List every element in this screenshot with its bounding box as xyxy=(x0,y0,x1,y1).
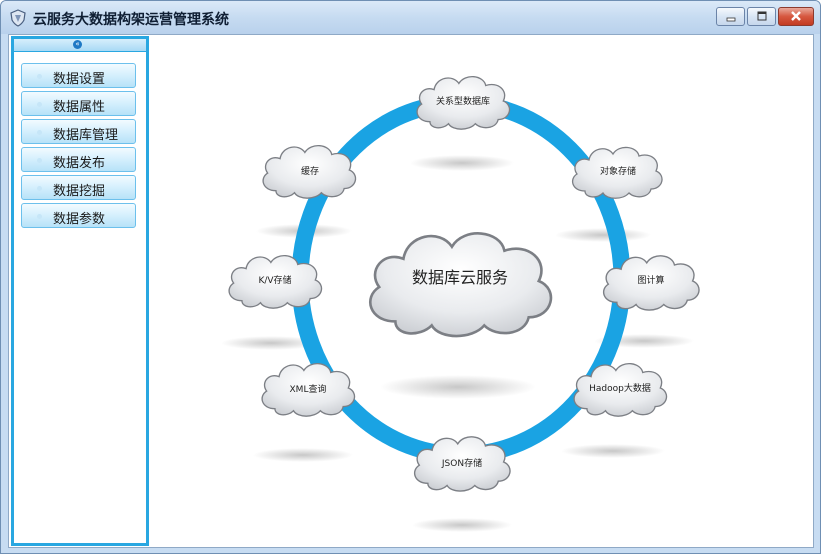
node-label: 缓存 xyxy=(301,165,319,177)
sidebar-item-label: 数据发布 xyxy=(53,156,106,171)
node-hadoop[interactable]: Hadoop大数据 xyxy=(573,362,668,417)
close-button[interactable] xyxy=(778,7,814,26)
title-bar[interactable]: 云服务大数据构架运营管理系统 xyxy=(1,1,820,34)
node-kv-storage[interactable]: K/V存储 xyxy=(228,254,323,309)
center-cloud[interactable]: 数据库云服务 xyxy=(368,231,553,338)
node-label: XML查询 xyxy=(290,383,327,395)
sidebar-item-label: 数据设置 xyxy=(53,72,106,87)
node-json-storage[interactable]: JSON存储 xyxy=(413,436,511,492)
node-xml-query[interactable]: XML查询 xyxy=(261,362,356,417)
sidebar-collapse-bar[interactable]: « xyxy=(14,39,146,52)
collapse-icon[interactable]: « xyxy=(73,40,82,49)
node-object-storage[interactable]: 对象存储 xyxy=(571,146,663,199)
app-icon xyxy=(10,9,26,27)
bullet-icon xyxy=(37,130,42,135)
maximize-button[interactable] xyxy=(747,7,776,26)
node-relational-db[interactable]: 关系型数据库 xyxy=(416,75,511,130)
node-label: Hadoop大数据 xyxy=(589,382,651,394)
node-label: 关系型数据库 xyxy=(436,95,490,107)
bullet-icon xyxy=(37,158,42,163)
bullet-icon xyxy=(37,74,42,79)
node-label: K/V存储 xyxy=(258,274,291,286)
sidebar-item-data-settings[interactable]: 数据设置 xyxy=(21,63,136,88)
sidebar-item-data-properties[interactable]: 数据属性 xyxy=(21,91,136,116)
minimize-button[interactable] xyxy=(716,7,745,26)
node-graph-compute[interactable]: 图计算 xyxy=(602,255,700,311)
sidebar: « 数据设置 数据属性 数据库管理 数据发布 数据挖掘 xyxy=(11,36,149,546)
sidebar-item-label: 数据参数 xyxy=(53,212,106,227)
minimize-icon xyxy=(726,17,735,22)
node-label: 对象存储 xyxy=(600,165,636,177)
bullet-icon xyxy=(37,186,42,191)
maximize-icon xyxy=(757,11,766,21)
sidebar-item-data-publish[interactable]: 数据发布 xyxy=(21,147,136,172)
bullet-icon xyxy=(37,102,42,107)
diagram-canvas: 数据库云服务 关系型数据库 对象存储 图计算 Hadoop大数据 xyxy=(151,35,813,547)
node-label: 图计算 xyxy=(637,274,664,286)
sidebar-item-label: 数据属性 xyxy=(53,100,106,115)
bullet-icon xyxy=(37,214,42,219)
client-area: « 数据设置 数据属性 数据库管理 数据发布 数据挖掘 xyxy=(8,34,814,548)
sidebar-item-label: 数据库管理 xyxy=(53,128,119,143)
sidebar-item-data-mining[interactable]: 数据挖掘 xyxy=(21,175,136,200)
sidebar-item-data-parameters[interactable]: 数据参数 xyxy=(21,203,136,228)
center-cloud-label: 数据库云服务 xyxy=(412,268,508,287)
node-cache[interactable]: 缓存 xyxy=(262,144,357,199)
window-title: 云服务大数据构架运营管理系统 xyxy=(33,12,229,28)
sidebar-item-database-management[interactable]: 数据库管理 xyxy=(21,119,136,144)
sidebar-item-label: 数据挖掘 xyxy=(53,184,106,199)
close-icon xyxy=(791,11,801,21)
node-label: JSON存储 xyxy=(441,457,482,469)
cloud-service-diagram: 数据库云服务 关系型数据库 对象存储 图计算 Hadoop大数据 xyxy=(221,75,700,532)
